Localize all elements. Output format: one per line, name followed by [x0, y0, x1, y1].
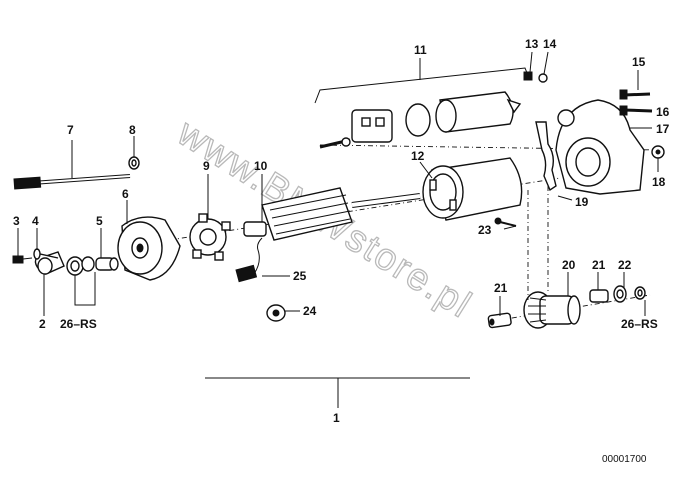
callout-1: 1: [333, 411, 340, 425]
callout-21-left: 21: [494, 281, 508, 295]
nut-18: [651, 145, 665, 159]
callout-2: 2: [39, 317, 46, 331]
washer-set-left: [66, 256, 95, 276]
callout-26-rs-left: 26–RS: [60, 317, 97, 331]
callout-7: 7: [67, 123, 74, 137]
callout-11: 11: [414, 43, 427, 57]
callout-15: 15: [632, 55, 646, 69]
screw-3: [12, 255, 33, 264]
leader-lines: [17, 51, 659, 408]
bushing-21-right: [589, 289, 609, 303]
catalog-number: 00001700: [602, 454, 647, 465]
washer-set-right: [634, 286, 646, 300]
callout-9: 9: [203, 159, 210, 173]
callout-4: 4: [32, 214, 39, 228]
bushing-21-left: [487, 312, 512, 329]
axis-line-upper: [319, 144, 661, 151]
field-housing: [422, 157, 523, 221]
washer-4: [33, 248, 41, 260]
callout-10: 10: [254, 159, 268, 173]
pinion-drive: [523, 291, 581, 329]
through-bolt: [13, 174, 131, 190]
callout-13: 13: [525, 37, 539, 51]
callout-20: 20: [562, 258, 576, 272]
engaging-lever: [535, 121, 557, 192]
terminal-nut: [266, 304, 286, 322]
drive-end-housing: [555, 99, 645, 195]
bolt-15: [619, 89, 651, 100]
callout-23: 23: [478, 223, 492, 237]
callout-17: 17: [656, 122, 670, 136]
callout-21-right: 21: [592, 258, 606, 272]
washer-8: [128, 156, 140, 170]
carbon-brush: [235, 237, 263, 283]
callout-19: 19: [575, 195, 589, 209]
brush-holder: [189, 213, 231, 261]
screw-23: [494, 217, 517, 227]
callout-5: 5: [96, 214, 103, 228]
washer-14: [538, 73, 548, 83]
washer-22: [613, 285, 627, 303]
callout-8: 8: [129, 123, 136, 137]
armature: [243, 187, 421, 241]
solenoid-switch: [319, 91, 522, 149]
callout-6: 6: [122, 187, 129, 201]
callout-12: 12: [411, 149, 425, 163]
callout-3: 3: [13, 214, 20, 228]
callout-labels: 1 2 3 4 5 6 7 8 9 10 11 12 13 14 15 16 1…: [13, 37, 670, 425]
commutator-end-shield: [117, 216, 181, 281]
callout-14: 14: [543, 37, 557, 51]
callout-22: 22: [618, 258, 632, 272]
callout-26-rs-right: 26–RS: [621, 317, 658, 331]
callout-18: 18: [652, 175, 666, 189]
callout-25: 25: [293, 269, 307, 283]
callout-16: 16: [656, 105, 670, 119]
bushing-5: [95, 257, 119, 271]
callout-24: 24: [303, 304, 317, 318]
